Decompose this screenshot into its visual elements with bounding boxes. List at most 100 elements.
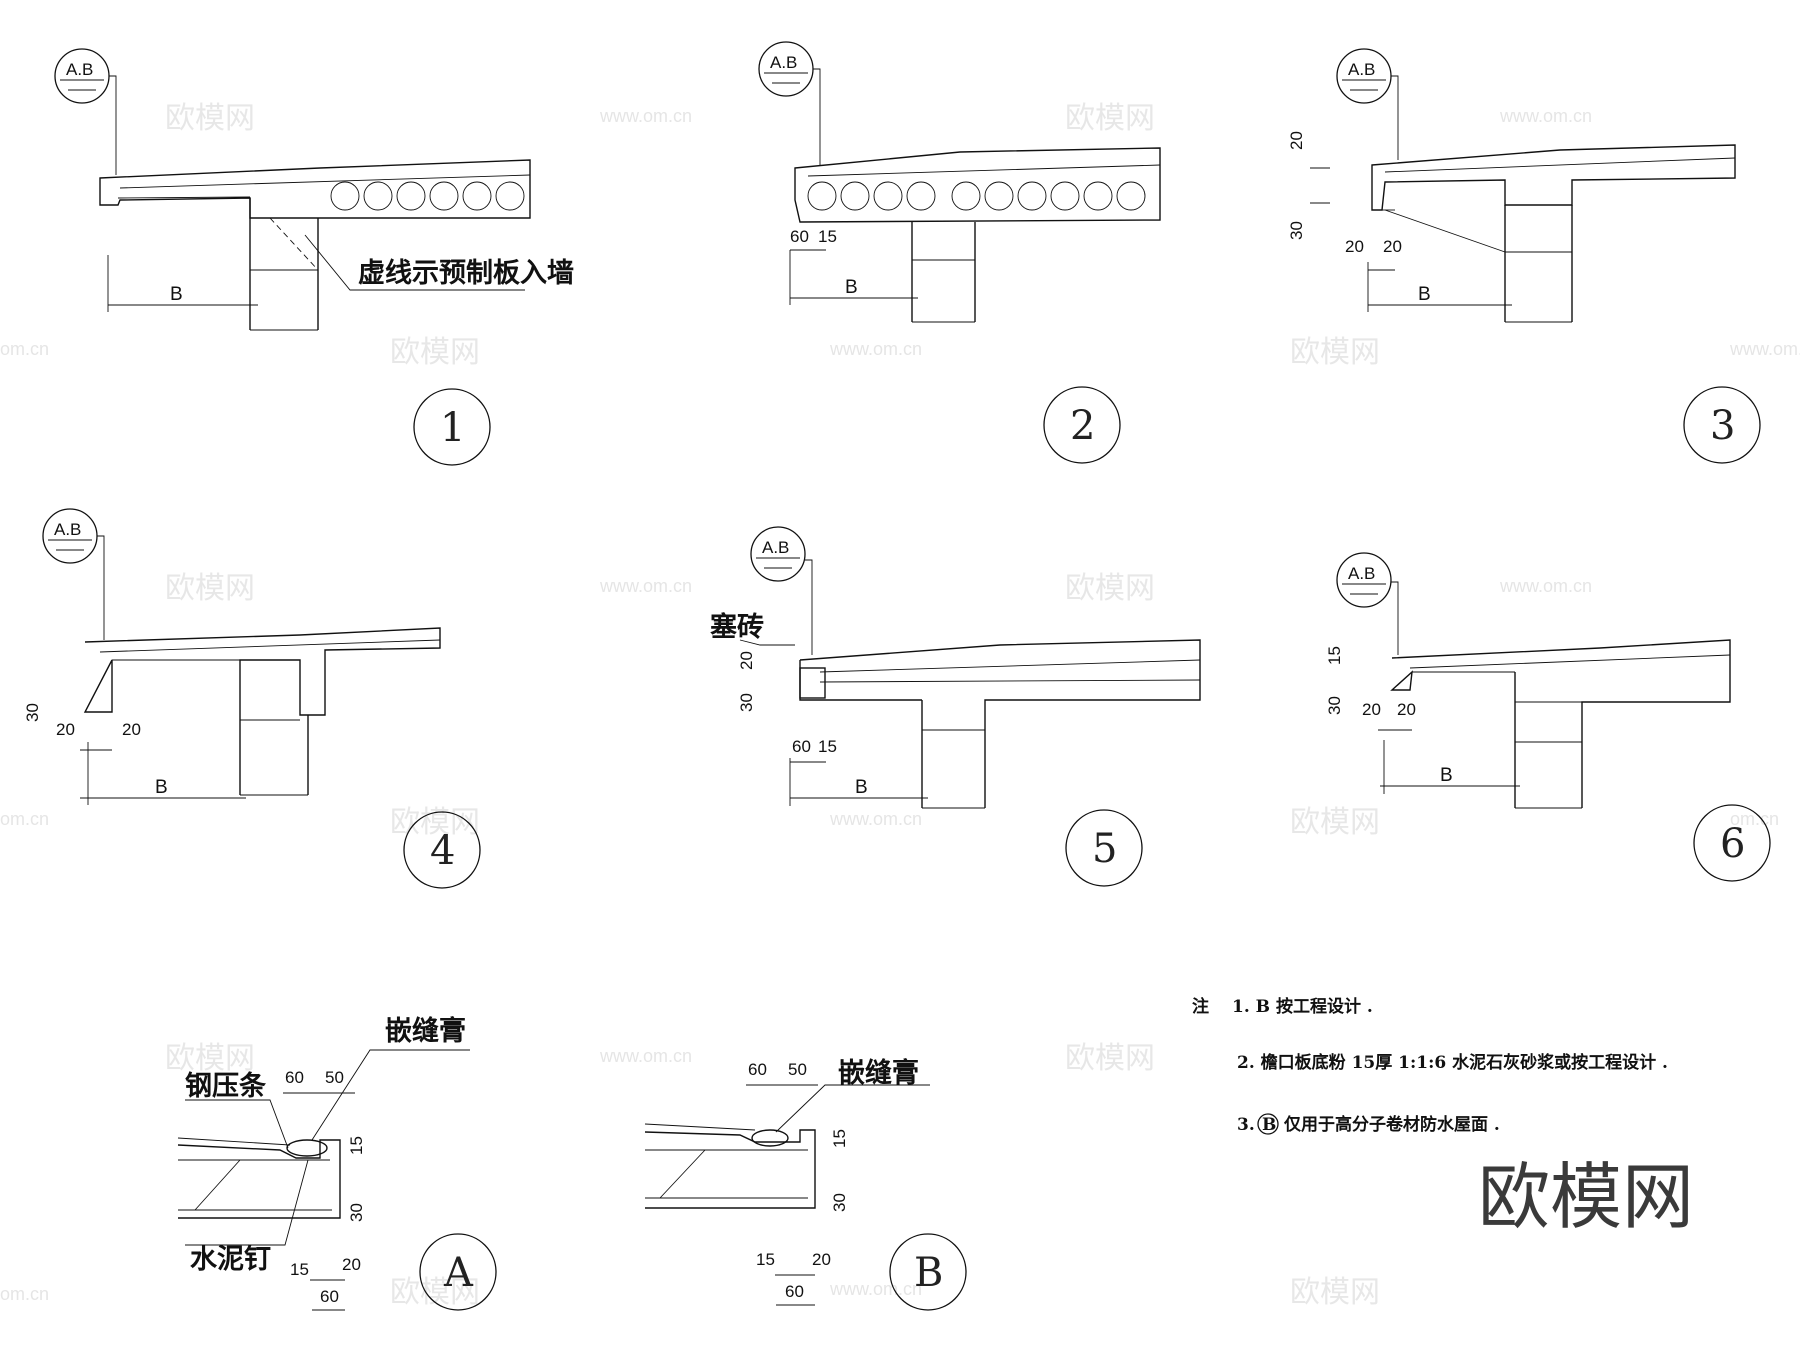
detail-6: A.B 15 30 20 20 B 6 <box>1325 552 1771 882</box>
detail-3: A.B 20 30 20 20 B 3 <box>1287 48 1761 464</box>
dimension-20b: 20 <box>1383 237 1402 256</box>
dimension-30: 30 <box>23 703 42 722</box>
dimension-15b: 15 <box>290 1260 309 1279</box>
detail-number: 4 <box>430 828 455 874</box>
reference-bubble: A.B <box>1336 48 1399 160</box>
watermark-url: www.om.cn <box>1729 339 1800 359</box>
watermark-brand: 欧模网 <box>165 571 255 606</box>
watermark-url: www.om.cn <box>599 1046 692 1066</box>
dimension-20: 20 <box>737 651 756 670</box>
watermark-url: www.om.cn <box>599 106 692 126</box>
detail-b: 60 50 15 30 嵌缝膏 15 20 60 B <box>644 1057 967 1311</box>
reference-label: A.B <box>1348 60 1375 79</box>
reference-label: A.B <box>762 538 789 557</box>
reference-bubble: A.B <box>42 508 105 640</box>
leader-note: 虚线示预制板入墙 <box>358 258 574 289</box>
detail-number: 2 <box>1070 403 1095 449</box>
dimension-b: B <box>845 277 858 298</box>
detail-5: A.B 塞砖 20 30 60 15 B 5 <box>710 526 1201 887</box>
detail-number: B <box>914 1250 943 1296</box>
reference-label: A.B <box>66 60 93 79</box>
dimension-15: 15 <box>1325 646 1344 665</box>
dimension-60: 60 <box>792 737 811 756</box>
watermark-logo: 欧模网 <box>1478 1155 1694 1239</box>
detail-a: 60 50 15 30 嵌缝膏 钢压条 水泥钉 15 20 60 A <box>177 1015 497 1311</box>
dimension-15: 15 <box>818 227 837 246</box>
dimension-20a: 20 <box>1362 700 1381 719</box>
dimension-50: 50 <box>788 1060 807 1079</box>
reference-label: A.B <box>770 53 797 72</box>
watermark-brand: 欧模网 <box>1290 805 1380 840</box>
detail-1: A.B B 虚线示预制板入墙 1 <box>54 48 574 466</box>
watermark-brand: 欧模网 <box>1065 101 1155 136</box>
dimension-15: 15 <box>818 737 837 756</box>
note-1: 1. B 按工程设计 . <box>1232 996 1373 1017</box>
dimension-20: 20 <box>812 1250 831 1269</box>
note-3: 仅用于高分子卷材防水屋面 . <box>1283 1114 1500 1135</box>
watermark-url: www.om.cn <box>829 339 922 359</box>
watermark-brand: 欧模网 <box>1065 1041 1155 1076</box>
reference-bubble: A.B <box>758 41 821 165</box>
dimension-30: 30 <box>1325 696 1344 715</box>
watermark-brand: 欧模网 <box>1065 571 1155 606</box>
watermark-brand: 欧模网 <box>1290 335 1380 370</box>
leader-note: 塞砖 <box>710 611 764 643</box>
detail-number: 3 <box>1710 403 1735 449</box>
label-sealant: 嵌缝膏 <box>385 1015 466 1047</box>
reference-bubble: A.B <box>750 526 813 655</box>
watermark-url: www.om.cn <box>829 809 922 829</box>
watermark-brand: 欧模网 <box>1290 1275 1380 1310</box>
dimension-60b: 60 <box>785 1282 804 1301</box>
note-3-circle: B <box>1262 1115 1276 1135</box>
watermark-brand: 欧模网 <box>390 1275 480 1310</box>
watermark-layer: 欧模网 www.om.cn 欧模网 www.om.cn om.cn 欧模网 ww… <box>0 101 1800 1310</box>
reference-bubble: A.B <box>54 48 117 175</box>
dimension-20b: 20 <box>1397 700 1416 719</box>
watermark-url: www.om.cn <box>1499 576 1592 596</box>
dimension-30: 30 <box>737 693 756 712</box>
dimension-60b: 60 <box>320 1287 339 1306</box>
notes-block: 注 1. B 按工程设计 . 2. 檐口板底粉 15厚 1:1:6 水泥石灰砂浆… <box>1192 996 1668 1135</box>
dimension-b: B <box>1418 284 1431 305</box>
watermark-brand: 欧模网 <box>165 101 255 136</box>
dimension-15b: 15 <box>756 1250 775 1269</box>
dimension-15: 15 <box>347 1136 366 1155</box>
watermark-url: om.cn <box>0 1284 49 1304</box>
note-2: 2. 檐口板底粉 15厚 1:1:6 水泥石灰砂浆或按工程设计 . <box>1237 1052 1668 1073</box>
dimension-b: B <box>855 777 868 798</box>
dimension-20b: 20 <box>122 720 141 739</box>
dimension-30: 30 <box>830 1193 849 1212</box>
dimension-b: B <box>170 284 183 305</box>
dimension-20a: 20 <box>56 720 75 739</box>
watermark-url: www.om.cn <box>599 576 692 596</box>
dimension-15: 15 <box>830 1129 849 1148</box>
note-3-number: 3. <box>1237 1115 1255 1135</box>
detail-2: A.B 60 15 B 2 <box>758 41 1161 464</box>
hollow-core-circles <box>330 181 525 211</box>
watermark-brand: 欧模网 <box>390 805 480 840</box>
dimension-60: 60 <box>285 1068 304 1087</box>
dimension-20: 20 <box>1287 131 1306 150</box>
dimension-b: B <box>155 777 168 798</box>
dimension-20a: 20 <box>1345 237 1364 256</box>
dimension-b: B <box>1440 765 1453 786</box>
detail-number: 5 <box>1092 826 1117 872</box>
detail-number: 6 <box>1720 821 1745 867</box>
detail-4: A.B 30 20 20 B 4 <box>23 508 481 889</box>
detail-number: A <box>443 1250 474 1296</box>
dimension-30: 30 <box>1287 221 1306 240</box>
watermark-brand: 欧模网 <box>165 1041 255 1076</box>
watermark-url: om.cn <box>0 339 49 359</box>
hollow-core-circles <box>807 181 1146 211</box>
reference-label: A.B <box>1348 564 1375 583</box>
watermark-brand: 欧模网 <box>390 335 480 370</box>
watermark-url: www.om.cn <box>1499 106 1592 126</box>
label-cement-nail: 水泥钉 <box>190 1244 271 1275</box>
dimension-60: 60 <box>748 1060 767 1079</box>
watermark-url: om.cn <box>0 809 49 829</box>
dimension-30: 30 <box>347 1203 366 1222</box>
dimension-60: 60 <box>790 227 809 246</box>
label-steel-strip: 钢压条 <box>185 1071 267 1102</box>
detail-number: 1 <box>440 405 465 451</box>
